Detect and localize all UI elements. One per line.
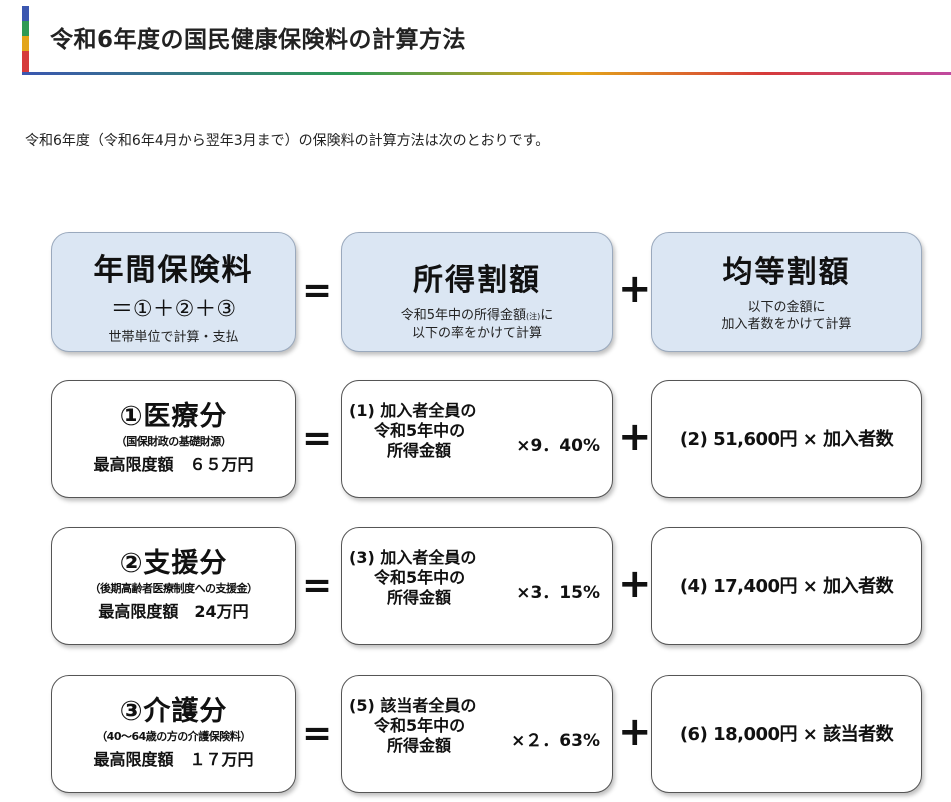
care-portion-title: ③介護分	[119, 696, 228, 727]
support-portion-max: 最高限度額 24万円	[98, 602, 249, 621]
support-portion-note: （後期高齢者医療制度への支援金）	[89, 582, 259, 595]
care-portion-max: 最高限度額 １７万円	[93, 750, 254, 769]
care-equal-text: (6) 18,000円 × 該当者数	[679, 724, 894, 745]
annual-premium-formula: ＝①＋②＋③	[110, 297, 237, 322]
support-income-rate: ×3．15%	[516, 583, 600, 603]
support-equal-box: (4) 17,400円 × 加入者数	[651, 527, 922, 645]
care-income-text: (5) 該当者全員の 令和5年中の 所得金額	[349, 696, 477, 755]
support-income-box: (3) 加入者全員の 令和5年中の 所得金額 ×3．15%	[341, 527, 613, 645]
intro-text: 令和6年度（令和6年4月から翌年3月まで）の保険料の計算方法は次のとおりです。	[25, 133, 550, 149]
care-income-rate: ×２．63%	[511, 731, 600, 751]
equals-sign: =	[302, 418, 333, 459]
medical-equal-text: (2) 51,600円 × 加入者数	[679, 429, 894, 450]
equal-levy-title: 均等割額	[722, 255, 851, 290]
care-income-box: (5) 該当者全員の 令和5年中の 所得金額 ×２．63%	[341, 675, 613, 793]
support-portion-title: ②支援分	[119, 548, 228, 579]
care-equal-box: (6) 18,000円 × 該当者数	[651, 675, 922, 793]
income-levy-box: 所得割額 令和5年中の所得金額(注)に 以下の率をかけて計算	[341, 232, 613, 352]
page-title: 令和6年度の国民健康保険料の計算方法	[50, 27, 467, 53]
care-portion-box: ③介護分 （40～64歳の方の介護保険料） 最高限度額 １７万円	[51, 675, 296, 793]
plus-sign: +	[618, 561, 652, 607]
income-levy-title: 所得割額	[413, 263, 541, 298]
page-title-block: 令和6年度の国民健康保険料の計算方法	[22, 6, 951, 75]
equals-sign: =	[302, 270, 333, 311]
medical-portion-title: ①医療分	[119, 401, 228, 432]
plus-sign: +	[618, 266, 652, 312]
medical-income-box: (1) 加入者全員の 令和5年中の 所得金額 ×9．40%	[341, 380, 613, 498]
medical-income-rate: ×9．40%	[516, 436, 600, 456]
equal-levy-desc-line1: 以下の金額に	[747, 300, 826, 315]
support-portion-box: ②支援分 （後期高齢者医療制度への支援金） 最高限度額 24万円	[51, 527, 296, 645]
medical-portion-max: 最高限度額 ６５万円	[93, 455, 254, 474]
annual-premium-title: 年間保険料	[93, 253, 254, 288]
income-levy-desc-line1: 令和5年中の所得金額(注)に	[400, 308, 554, 323]
equal-levy-box: 均等割額 以下の金額に 加入者数をかけて計算	[651, 232, 922, 352]
income-levy-desc-line2: 以下の率をかけて計算	[411, 326, 542, 341]
equals-sign: =	[302, 565, 333, 606]
support-income-text: (3) 加入者全員の 令和5年中の 所得金額	[349, 548, 477, 607]
plus-sign: +	[618, 709, 652, 755]
medical-portion-note: （国保財政の基礎財源）	[115, 435, 232, 448]
annual-premium-note: 世帯単位で計算・支払	[108, 330, 239, 345]
equal-levy-desc-line2: 加入者数をかけて計算	[721, 317, 852, 332]
medical-equal-box: (2) 51,600円 × 加入者数	[651, 380, 922, 498]
support-equal-text: (4) 17,400円 × 加入者数	[679, 576, 894, 597]
medical-income-text: (1) 加入者全員の 令和5年中の 所得金額	[349, 401, 477, 460]
title-accent-stripe	[22, 6, 29, 74]
care-portion-note: （40～64歳の方の介護保険料）	[96, 730, 251, 743]
title-underline	[22, 72, 951, 75]
equals-sign: =	[302, 713, 333, 754]
annual-premium-box: 年間保険料 ＝①＋②＋③ 世帯単位で計算・支払	[51, 232, 296, 352]
medical-portion-box: ①医療分 （国保財政の基礎財源） 最高限度額 ６５万円	[51, 380, 296, 498]
plus-sign: +	[618, 414, 652, 460]
